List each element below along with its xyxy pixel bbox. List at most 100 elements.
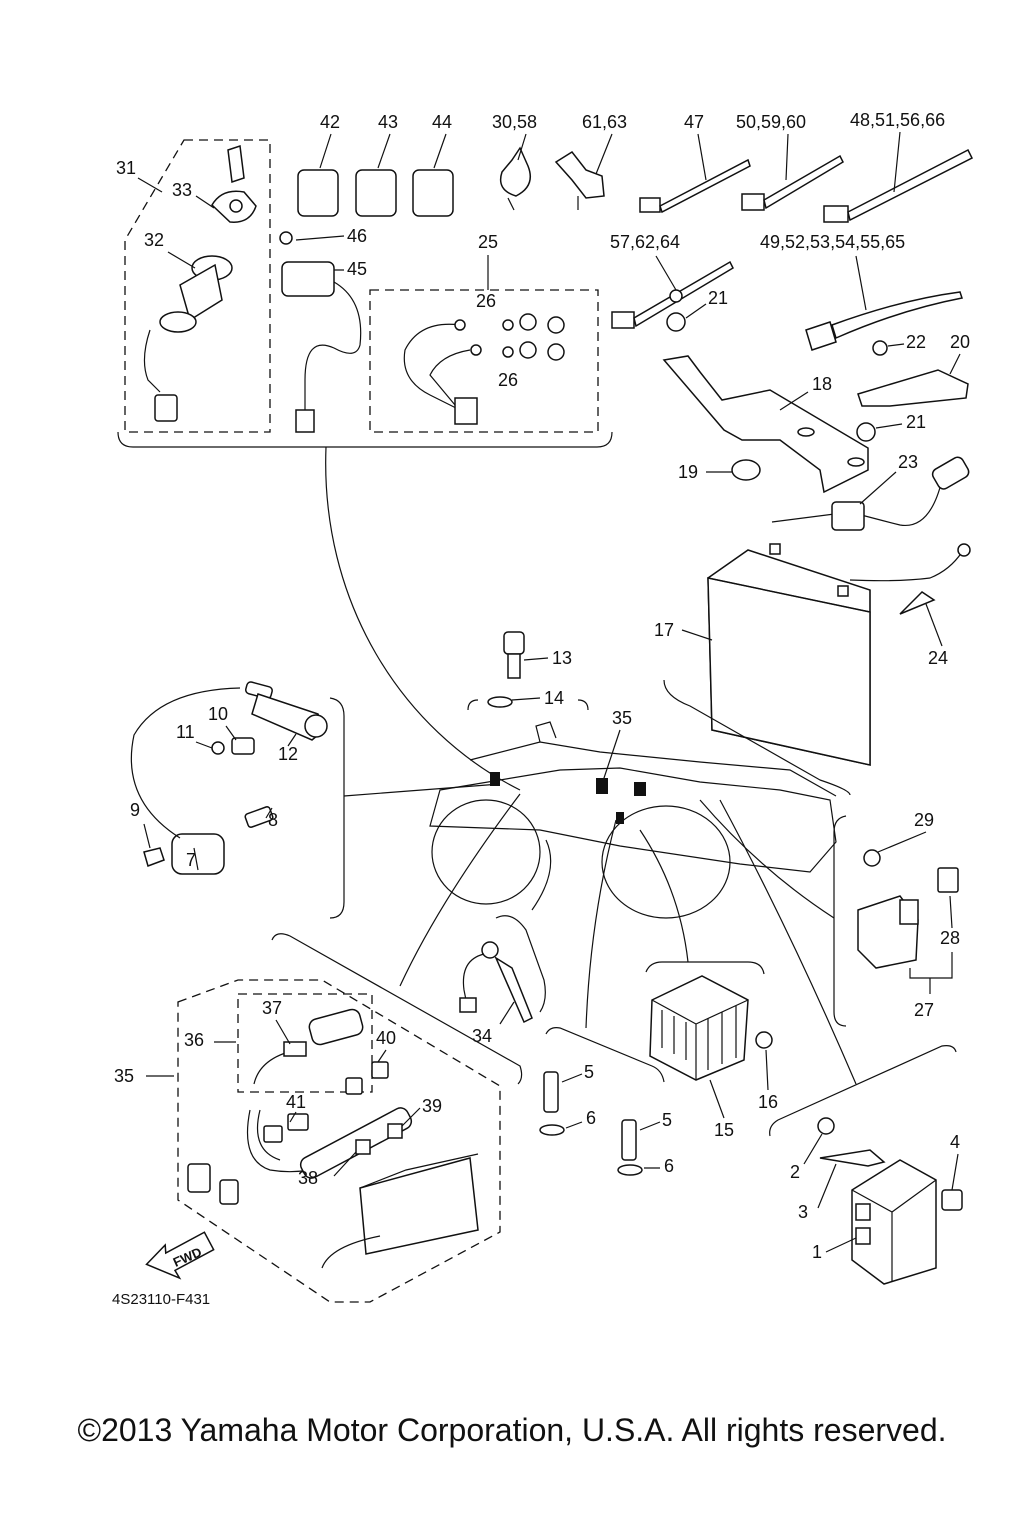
callout-25: 25 [478,232,498,252]
cover-20 [857,369,969,407]
clamp-61-63 [554,151,605,210]
sensor-5-right [621,1119,637,1161]
cable-tie-50 [741,154,844,211]
screw-10 [231,737,255,755]
callout-9: 9 [130,800,140,820]
sensor-5-left [543,1071,559,1113]
callout-36: 36 [184,1030,204,1050]
callout-47: 47 [684,112,704,132]
sub-harness-part [403,313,565,425]
callout-18: 18 [812,374,832,394]
main-switch-part [143,255,233,422]
callout-21-right: 21 [906,412,926,432]
ecu-leader [719,799,857,1085]
callout-10: 10 [208,704,228,724]
callout-13: 13 [552,648,572,668]
callout-17: 17 [654,620,674,640]
callout-32: 32 [144,230,164,250]
callout-45: 45 [347,259,367,279]
callout-7: 7 [186,850,196,870]
switch-leader [531,839,552,911]
battery-17 [707,543,871,766]
callout-20: 20 [950,332,970,352]
rectifier-bracket [645,961,765,975]
fuse-28 [937,867,959,893]
bolt-8 [244,806,274,828]
callout-48-51-56-66: 48,51,56,66 [850,110,945,130]
callout-21-top: 21 [708,288,728,308]
connector-4 [941,1189,963,1211]
callout-40: 40 [376,1028,396,1048]
callout-22: 22 [906,332,926,352]
callout-31: 31 [116,158,136,178]
battery-lead-24 [849,551,963,582]
gasket-6-left [539,1124,565,1136]
callout-50-59-60: 50,59,60 [736,112,806,132]
coil-group-bracket [329,697,345,919]
diagram-code: 4S23110-F431 [112,1291,210,1308]
callout-5-right: 5 [662,1110,672,1130]
callout-14: 14 [544,688,564,708]
relay-45 [281,261,335,297]
plug-9 [143,847,165,867]
relay-connector [295,409,315,433]
coil-leader [343,783,501,797]
main-switch-kit-box [124,139,271,433]
callout-39: 39 [422,1096,442,1116]
sub-harness-kit-box [369,289,599,433]
callout-6-right: 6 [664,1156,674,1176]
bolt-21-right [856,422,876,442]
callout-33: 33 [172,180,192,200]
sensor-13 [503,631,525,679]
fuse-37 [253,1008,364,1085]
screw-46 [279,231,293,245]
callout-23: 23 [898,452,918,472]
connector-couplers [297,169,454,217]
callout-34: 34 [472,1026,492,1046]
rectifier-leader [639,829,689,963]
switch-group-bracket [495,915,546,1013]
callout-61-63: 61,63 [582,112,627,132]
bracket-3 [819,1149,886,1167]
callout-27: 27 [914,1000,934,1020]
sensors-bracket [545,1027,665,1083]
cable-tie-49 [805,291,963,351]
callout-6-left: 6 [586,1108,596,1128]
callout-28: 28 [940,928,960,948]
battery-box-18 [662,355,869,494]
bolt-29 [863,849,881,867]
battery-bracket [663,679,851,796]
wire-harness-kit-box [177,979,501,1303]
starter-relay-27 [857,895,919,969]
top-group-leader [325,446,521,791]
callout-38: 38 [298,1168,318,1188]
callout-11: 11 [176,722,195,742]
relay-leader [699,799,835,919]
cable-tie-48 [823,148,974,223]
callout-12: 12 [278,744,298,764]
bolt-2 [817,1117,835,1135]
callout-26-top: 26 [476,291,496,311]
sensors-leader [585,819,617,1029]
callout-43: 43 [378,112,398,132]
callout-1: 1 [812,1242,822,1262]
atv-vehicle-outline [429,721,837,919]
screw-22 [872,340,888,356]
copyright-notice: ©2013 Yamaha Motor Corporation, U.S.A. A… [77,1412,947,1448]
callout-3: 3 [798,1202,808,1222]
washer-11 [211,741,225,755]
relay-group-bracket [833,815,847,1027]
cable-tie-47 [639,158,751,214]
callout-57-62-64: 57,62,64 [610,232,680,252]
fuse-39 [387,1123,403,1139]
callout-35-vehicle: 35 [612,708,632,728]
bolt-16 [755,1031,773,1049]
callout-8: 8 [268,810,278,830]
callout-19: 19 [678,462,698,482]
cover-23 [831,501,865,531]
ecu-1 [851,1159,937,1285]
callout-5-left: 5 [584,1062,594,1082]
callout-4: 4 [950,1132,960,1152]
clamp-30-58 [499,146,531,211]
